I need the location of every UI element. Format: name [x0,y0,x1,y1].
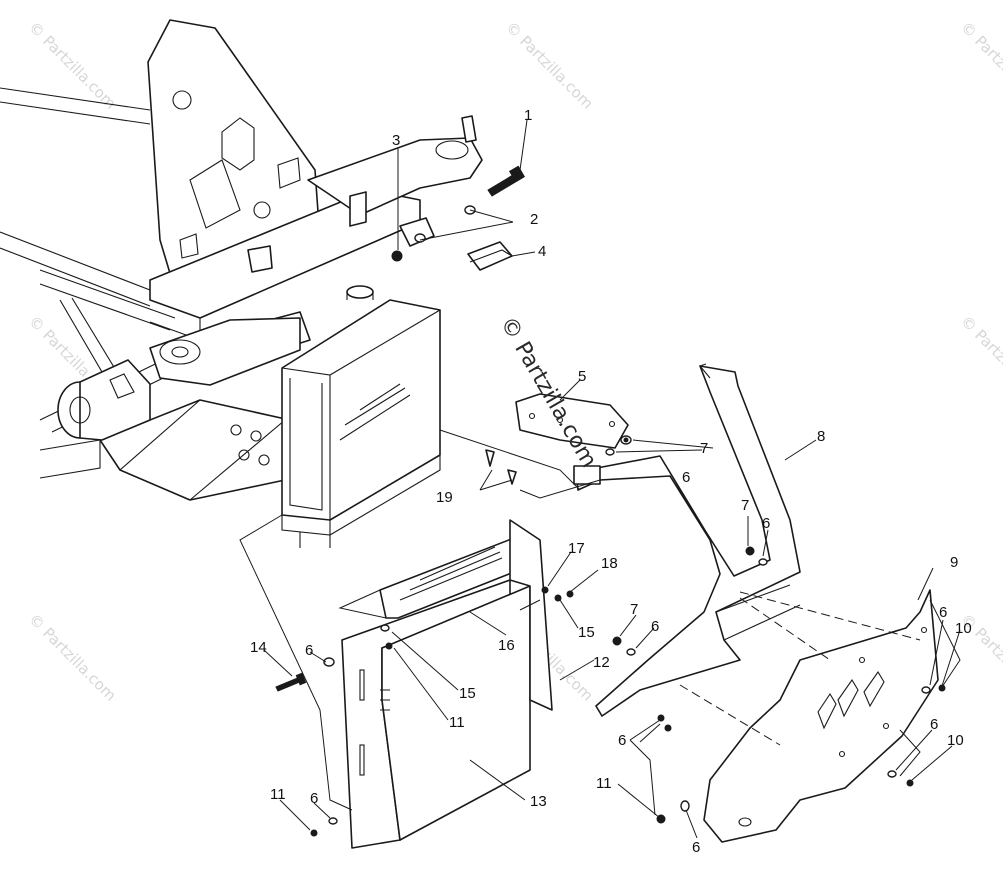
callout-2: 2 [530,211,538,228]
shield-part-5 [515,393,629,449]
assembly-lines [239,429,961,816]
callout-6-bumper-lower: 6 [618,732,626,749]
fasteners [275,435,946,837]
bumper-part-8 [573,363,801,717]
callout-9: 9 [950,554,958,571]
callout-7-bumper: 7 [741,497,749,514]
callout-3: 3 [392,132,400,149]
callout-15-left: 15 [459,685,476,702]
callout-19: 19 [436,489,453,506]
lower-shroud-part-13 [341,579,531,849]
callout-7-upper: 7 [700,440,708,457]
callout-18: 18 [601,555,618,572]
callout-labels: 1 2 3 4 5 6 6 6 6 6 6 6 6 6 7 7 7 8 9 10… [250,107,972,856]
callout-6-skid-lower: 6 [930,716,938,733]
callout-4: 4 [538,243,546,260]
callout-11-bottom-left: 11 [270,786,286,803]
callout-6-skid-upper: 6 [939,604,947,621]
callout-6-skid-bottom: 6 [692,839,700,856]
callout-17: 17 [568,540,585,557]
callout-6-bumper-upper: 6 [762,515,770,532]
callout-15-right: 15 [578,624,595,641]
callout-11-bumper: 11 [596,775,612,792]
skid-plate-part-9 [703,589,939,843]
callout-10-upper: 10 [955,620,972,637]
callout-1: 1 [524,107,532,124]
watermark-tile: © Partzilla.com [25,610,120,705]
callout-6-bumper-mid: 6 [651,618,659,635]
callout-6-shroud-bottom: 6 [310,790,318,807]
callout-leaders [263,119,961,839]
callout-5: 5 [578,368,586,385]
chassis-frame [0,19,483,501]
callout-14: 14 [250,639,267,656]
side-panel-part-12 [509,519,553,711]
callout-13: 13 [530,793,547,810]
callout-12: 12 [593,654,610,671]
watermark-tile: © Partzilla.com [957,312,1003,407]
callout-8: 8 [817,428,825,445]
callout-10-lower: 10 [947,732,964,749]
center-watermark: © Partzilla.com [495,313,602,473]
callout-16: 16 [498,637,515,654]
callout-11-shroud: 11 [449,714,465,731]
callout-6-shroud-left: 6 [305,642,313,659]
callout-7-lower: 7 [630,601,638,618]
callout-6-bumper-side: 6 [682,469,690,486]
watermark-tile: © Partzilla.com [957,18,1003,113]
watermark-tile: © Partzilla.com [502,18,597,113]
radiator [281,285,441,548]
